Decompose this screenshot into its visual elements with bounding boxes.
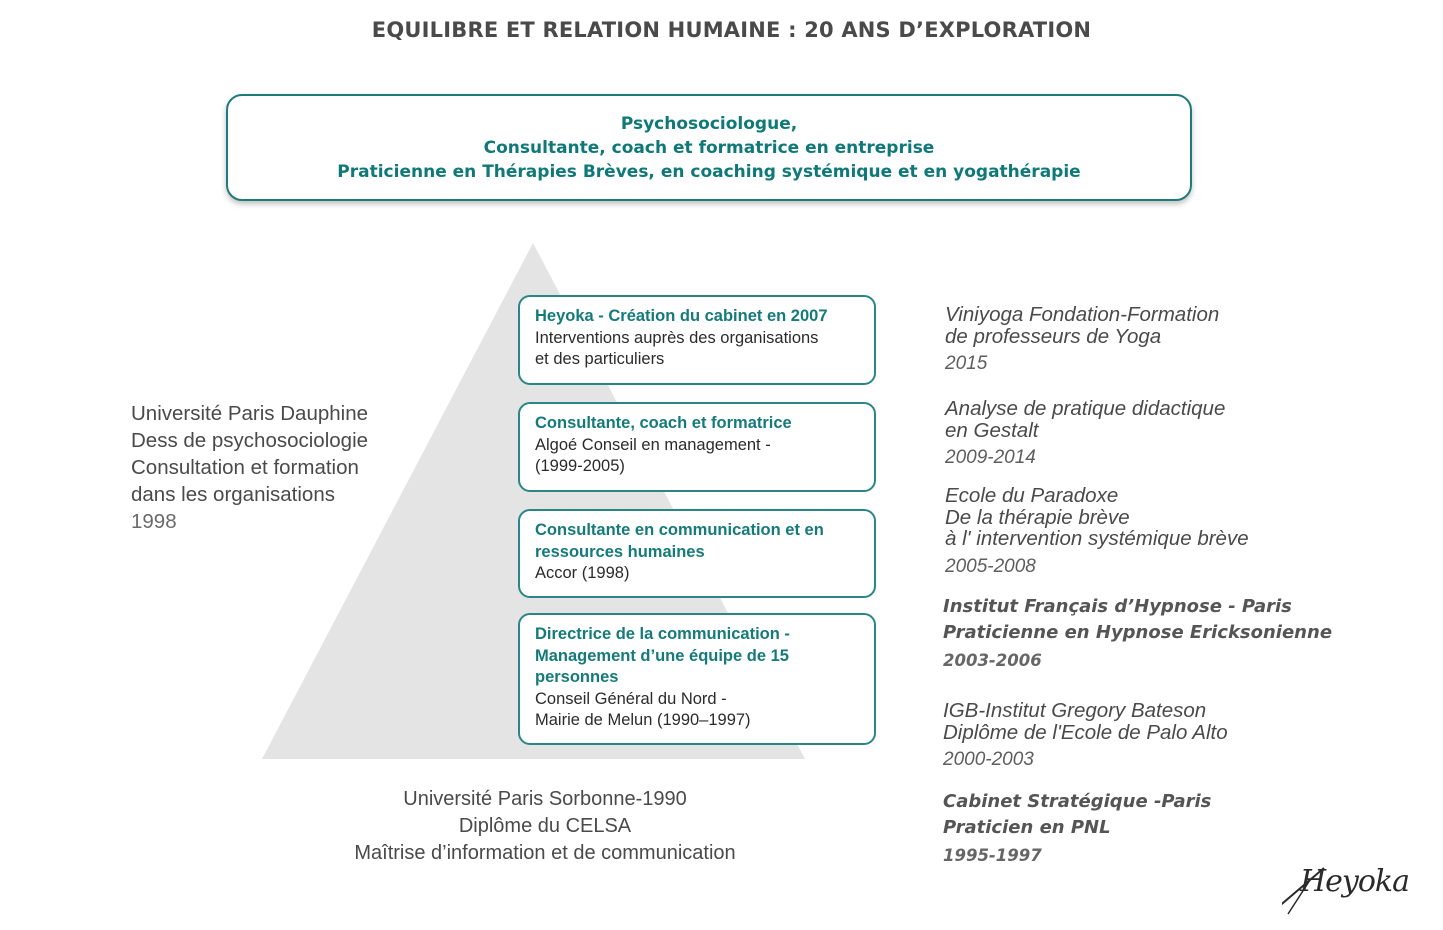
education-line: dans les organisations [131, 483, 335, 506]
formation-line: IGB-Institut Gregory Bateson [943, 699, 1207, 722]
page-title: EQUILIBRE ET RELATION HUMAINE : 20 ANS D… [371, 18, 1092, 42]
education-sorbonne: Université Paris Sorbonne-1990 Diplôme d… [300, 786, 790, 867]
formation-line: Diplôme de l'Ecole de Palo Alto [943, 720, 1228, 744]
formation-line: De la thérapie brève [945, 505, 1130, 529]
career-box-heyoka: Heyoka - Création du cabinet en 2007 Int… [518, 295, 876, 385]
formation-bateson: IGB-Institut Gregory Bateson Diplôme de … [943, 700, 1228, 771]
formation-year: 1995-1997 [943, 846, 1042, 865]
heyoka-logo: Heyoka [1282, 850, 1412, 920]
education-line: Université Paris Sorbonne-1990 [403, 788, 687, 810]
career-title: Heyoka - Création du cabinet en 2007 [535, 307, 828, 325]
education-line: Université Paris Dauphine [131, 402, 369, 425]
career-desc: Accor (1998) [535, 564, 630, 582]
profile-line: Psychosociologue, [620, 113, 798, 134]
formation-pnl: Cabinet Stratégique -Paris Praticien en … [943, 789, 1211, 867]
profile-header-box: Psychosociologue, Consultante, coach et … [226, 94, 1192, 201]
formation-year: 2005-2008 [945, 555, 1036, 577]
formation-hypnose: Institut Français d’Hypnose - Paris Prat… [943, 594, 1332, 672]
education-dauphine: Université Paris Dauphine Dess de psycho… [131, 400, 368, 535]
career-box-direction: Directrice de la communication - Managem… [518, 613, 876, 745]
education-line: Consultation et formation [131, 456, 359, 479]
formation-year: 2003-2006 [943, 651, 1042, 670]
profile-line: Consultante, coach et formatrice en entr… [483, 137, 935, 158]
career-desc: Interventions auprès des organisations e… [535, 328, 819, 369]
formation-year: 2015 [945, 353, 988, 374]
career-box-algoe: Consultante, coach et formatrice Algoé C… [518, 402, 876, 492]
career-title: Consultante en communication et en resso… [535, 521, 824, 561]
education-year: 1998 [131, 510, 177, 533]
logo-stroke-icon [1282, 867, 1325, 915]
formation-year: 2009-2014 [945, 447, 1036, 468]
formation-year: 2000-2003 [943, 749, 1034, 770]
formation-viniyoga: Viniyoga Fondation-Formation de professe… [945, 304, 1219, 375]
formation-line: Praticienne en Hypnose Ericksonienne [943, 622, 1333, 643]
career-title: Consultante, coach et formatrice [535, 414, 792, 432]
formation-line: Viniyoga Fondation-Formation [945, 303, 1220, 326]
career-desc: Conseil Général du Nord - Mairie de Melu… [535, 689, 751, 730]
formation-line: Ecole du Paradoxe [945, 484, 1119, 507]
education-line: Maîtrise d’information et de communicati… [354, 842, 736, 864]
formation-line: Institut Français d’Hypnose - Paris [943, 596, 1292, 617]
formation-line: Cabinet Stratégique -Paris [943, 791, 1212, 812]
formation-line: de professeurs de Yoga [945, 324, 1162, 348]
profile-line: Praticienne en Thérapies Brèves, en coac… [337, 161, 1081, 182]
career-desc: Algoé Conseil en management - (1999-2005… [535, 435, 771, 476]
formation-line: Praticien en PNL [943, 817, 1111, 838]
formation-paradoxe: Ecole du Paradoxe De la thérapie brève à… [945, 485, 1249, 578]
formation-line: à l' intervention systémique brève [945, 527, 1249, 550]
career-title: Directrice de la communication - Managem… [535, 625, 790, 686]
career-box-accor: Consultante en communication et en resso… [518, 509, 876, 598]
formation-line: en Gestalt [945, 418, 1039, 442]
logo-text: Heyoka [1300, 864, 1410, 899]
formation-gestalt: Analyse de pratique didactique en Gestal… [945, 398, 1225, 469]
education-line: Dess de psychosociologie [131, 429, 369, 452]
education-line: Diplôme du CELSA [458, 815, 632, 837]
formation-line: Analyse de pratique didactique [945, 397, 1226, 420]
